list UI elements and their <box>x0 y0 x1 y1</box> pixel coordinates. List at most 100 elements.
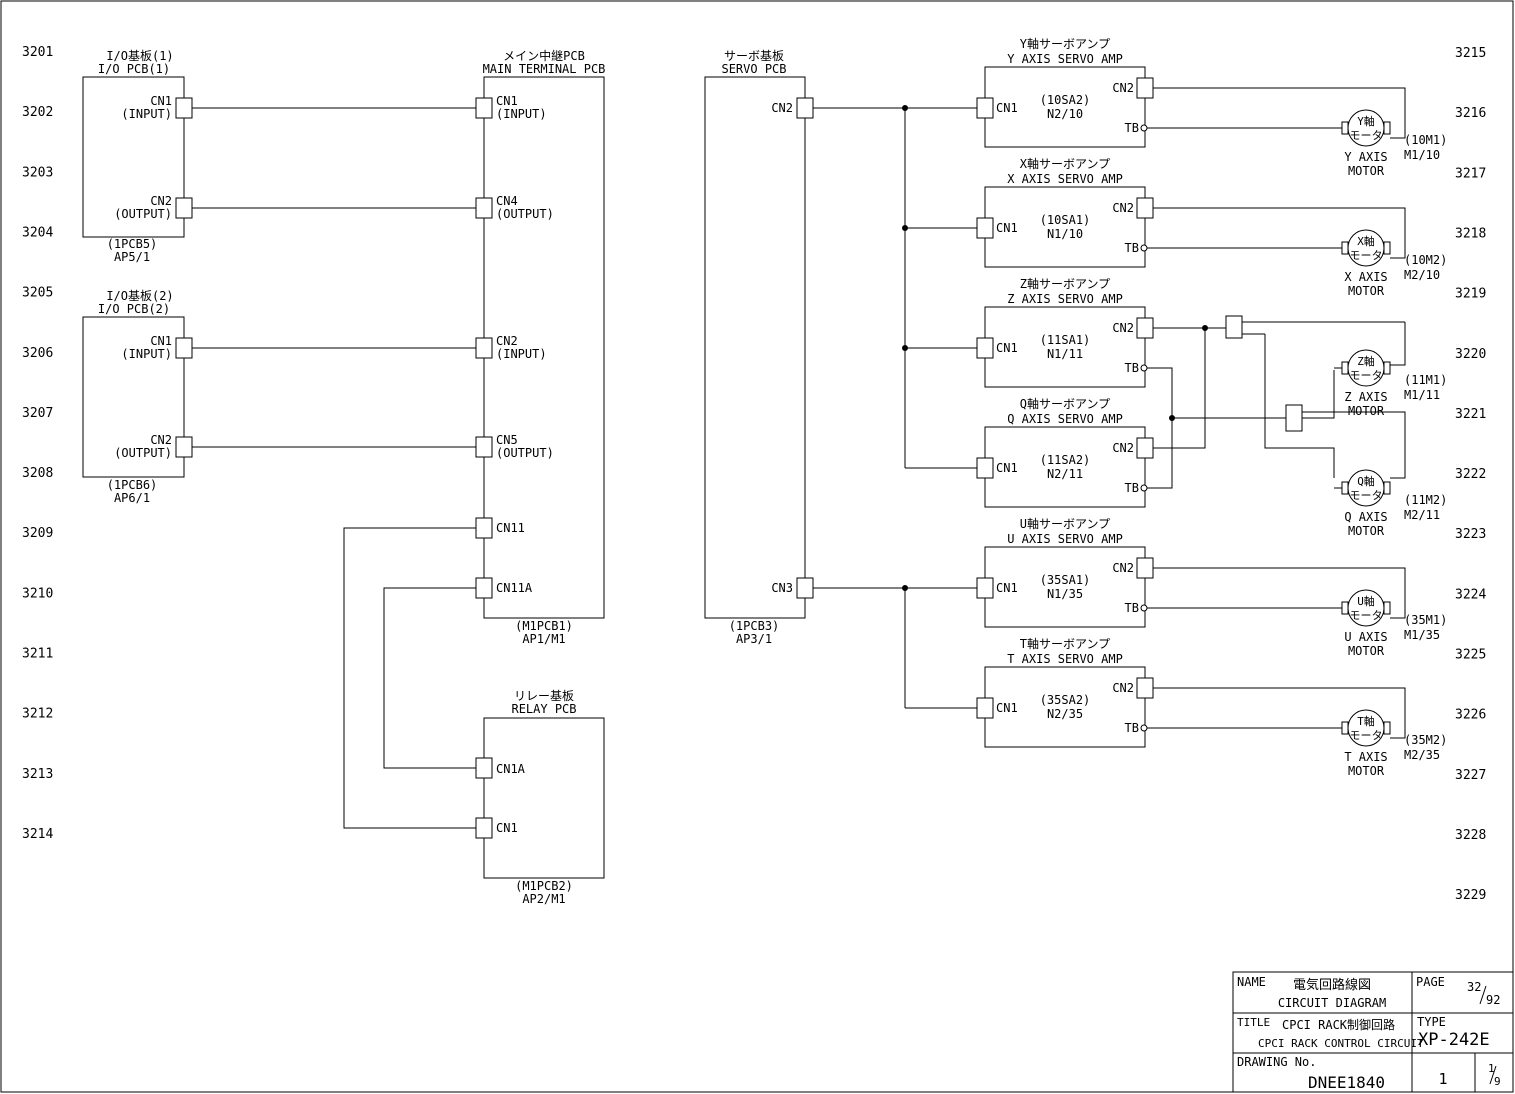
row-number-right: 3229 <box>1455 888 1486 903</box>
io-pcb-2-cn2-sub: (OUTPUT) <box>114 446 172 460</box>
relay-pcb-title-jp: リレー基板 <box>514 689 574 703</box>
motor-name-2: MOTOR <box>1348 164 1385 178</box>
junction-dot <box>902 585 908 591</box>
title-block-name-label: NAME <box>1237 975 1266 989</box>
main-pcb-ref2: AP1/M1 <box>522 632 565 646</box>
main-pcb-cn4-label: CN4 <box>496 194 518 208</box>
amp-cn2-connector <box>1136 197 1154 219</box>
amp-id1: (35SA1) <box>1040 573 1091 587</box>
title-block-sheet-num: 1 <box>1488 1062 1495 1075</box>
row-number-right: 3221 <box>1455 407 1486 422</box>
main-pcb-title-en: MAIN TERMINAL PCB <box>483 62 606 76</box>
amp-cn1-label: CN1 <box>996 581 1018 595</box>
io-pcb-2-cn1-sub: (INPUT) <box>121 347 172 361</box>
main-pcb-cn5-label: CN5 <box>496 433 518 447</box>
motor-ref-1: (10M2) <box>1404 253 1447 267</box>
row-number-right: 3219 <box>1455 287 1486 302</box>
row-number-right: 3223 <box>1455 527 1486 542</box>
servo-pcb-cn2-connector <box>796 97 814 119</box>
title-block-page-total: 92 <box>1486 993 1500 1007</box>
amp-cn2-connector <box>1136 437 1154 459</box>
amp-title-jp: Y軸サーボアンプ <box>1020 37 1110 51</box>
amp-tb-terminal <box>1140 364 1148 372</box>
io-pcb-1-cn2-sub: (OUTPUT) <box>114 207 172 221</box>
motor-ref-2: M1/35 <box>1404 628 1440 642</box>
io-pcb-1-cn1-label: CN1 <box>150 94 172 108</box>
io-pcb-1-title-en: I/O PCB(1) <box>98 62 170 76</box>
amp-title-en: Y AXIS SERVO AMP <box>1007 52 1123 66</box>
io-pcb-1-cn2-connector <box>175 197 193 219</box>
row-number-right: 3224 <box>1455 587 1486 602</box>
motor-label-1: Z軸 <box>1357 354 1375 368</box>
motor-ref-2: M1/11 <box>1404 388 1440 402</box>
main-pcb-cn11a-connector <box>475 577 493 599</box>
left-wiring <box>192 107 476 829</box>
amp-cn2-label: CN2 <box>1112 81 1134 95</box>
io-pcb-2-cn1-label: CN1 <box>150 334 172 348</box>
amp-id2: N2/10 <box>1047 107 1083 121</box>
amp-cn1-connector <box>976 457 994 479</box>
main-pcb-cn5-connector <box>475 436 493 458</box>
amp-tb-label: TB <box>1125 481 1139 495</box>
motor-ref-2: M1/10 <box>1404 148 1440 162</box>
amp-cn1-label: CN1 <box>996 701 1018 715</box>
motor-ref-2: M2/35 <box>1404 748 1440 762</box>
amp-tb-label: TB <box>1125 361 1139 375</box>
row-number-left: 3204 <box>22 225 53 240</box>
title-block-title-label: TITLE <box>1237 1016 1270 1029</box>
amp-cn1-connector <box>976 217 994 239</box>
title-block-page-num: 32 <box>1467 980 1481 994</box>
amp-cn2-label: CN2 <box>1112 681 1134 695</box>
motor-right-tab <box>1383 601 1391 615</box>
wire-z-tb <box>1147 367 1173 489</box>
wire-z-motor-feed <box>1264 334 1335 478</box>
io-pcb-1-cn1-connector <box>175 97 193 119</box>
motor-ref-2: M2/10 <box>1404 268 1440 282</box>
main-pcb-ref1: (M1PCB1) <box>515 619 573 633</box>
main-pcb-cn2-sub: (INPUT) <box>496 347 547 361</box>
amp-title-jp: Q軸サーボアンプ <box>1020 397 1110 411</box>
title-block-page-label: PAGE <box>1416 975 1445 989</box>
motor-name-1: X AXIS <box>1344 270 1387 284</box>
row-number-right: 3225 <box>1455 648 1486 663</box>
title-block-frame <box>1232 971 1514 1093</box>
amp-id2: N2/35 <box>1047 707 1083 721</box>
io-pcb-1: I/O基板(1) I/O PCB(1) CN1 (INPUT) CN2 (OUT… <box>82 49 193 264</box>
amp-id1: (11SA1) <box>1040 333 1091 347</box>
row-number-left: 3211 <box>22 647 53 662</box>
main-pcb-cn11-label: CN11 <box>496 521 525 535</box>
row-number-right: 3218 <box>1455 226 1486 241</box>
row-numbers-left: 3201320232033204320532063207320832093210… <box>22 45 53 842</box>
wire-cn2-encoder <box>1153 687 1406 739</box>
motor-name-2: MOTOR <box>1348 524 1385 538</box>
main-pcb-cn1-label: CN1 <box>496 94 518 108</box>
io-pcb-2-cn1-connector <box>175 337 193 359</box>
title-block-title-jp: CPCI RACK制御回路 <box>1282 1017 1395 1032</box>
main-pcb-cn4-sub: (OUTPUT) <box>496 207 554 221</box>
motor-left-tab <box>1341 361 1349 375</box>
relay-pcb-title-en: RELAY PCB <box>511 702 576 716</box>
amp-cn1-label: CN1 <box>996 341 1018 355</box>
main-terminal-pcb: メイン中継PCB MAIN TERMINAL PCB CN1 (INPUT) C… <box>475 48 606 646</box>
row-number-left: 3213 <box>22 767 53 782</box>
amp-title-jp: X軸サーボアンプ <box>1020 157 1110 171</box>
amp-id2: N1/11 <box>1047 347 1083 361</box>
main-pcb-cn4-connector <box>475 197 493 219</box>
io-pcb-1-box <box>82 76 185 238</box>
motor-ref-2: M2/11 <box>1404 508 1440 522</box>
amp-cn1-connector <box>976 577 994 599</box>
row-number-left: 3210 <box>22 586 53 601</box>
io-pcb-1-ref1: (1PCB5) <box>107 237 158 251</box>
row-number-right: 3217 <box>1455 166 1486 181</box>
motor-name-2: MOTOR <box>1348 284 1385 298</box>
amp-id2: N1/35 <box>1047 587 1083 601</box>
relay-pcb-cn1a-connector <box>475 757 493 779</box>
amp-title-jp: Z軸サーボアンプ <box>1020 277 1110 291</box>
motor-name-1: Q AXIS <box>1344 510 1387 524</box>
io-pcb-2-ref1: (1PCB6) <box>107 478 158 492</box>
junction-dot <box>902 345 908 351</box>
motor-right-tab <box>1383 361 1391 375</box>
